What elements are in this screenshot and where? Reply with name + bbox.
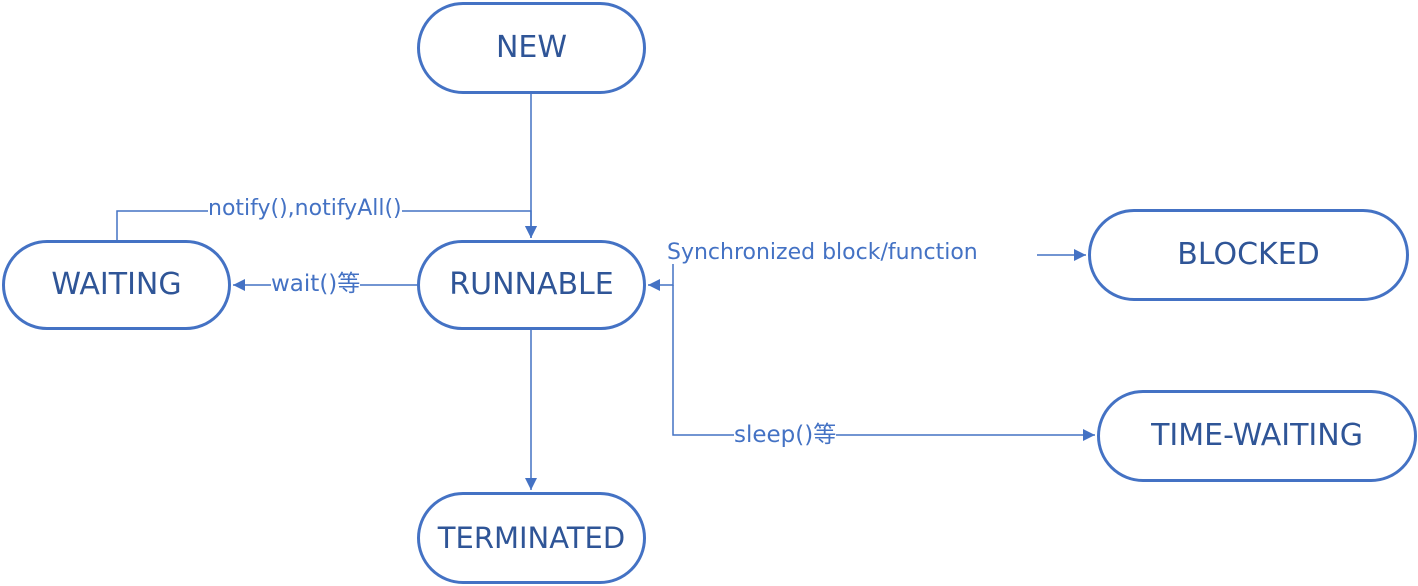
state-waiting: WAITING: [2, 240, 231, 330]
state-blocked: BLOCKED: [1088, 209, 1409, 301]
transition-label-sleep: sleep()等: [734, 422, 837, 448]
arrow-runnable-to-time-waiting: [672, 285, 1095, 441]
state-runnable: RUNNABLE: [417, 240, 646, 330]
state-terminated: TERMINATED: [417, 492, 646, 584]
transition-label-synchronized: Synchronized block/function: [667, 240, 978, 265]
transition-label-notify: notify(),notifyAll(): [208, 196, 402, 221]
state-new: NEW: [417, 2, 646, 94]
state-time-waiting: TIME-WAITING: [1097, 390, 1417, 482]
transition-label-wait: wait()等: [271, 271, 361, 297]
